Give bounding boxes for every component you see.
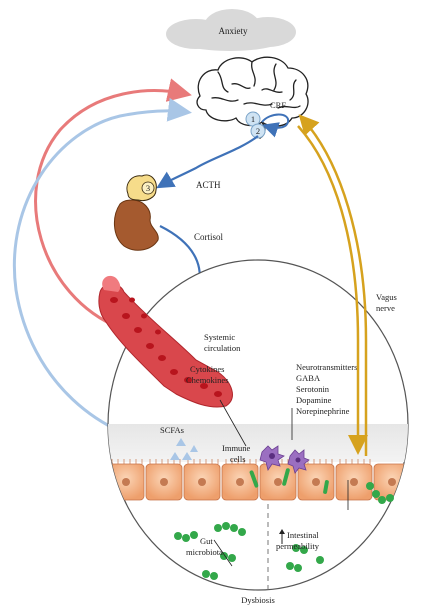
circulation-to-brain-arrow: [34, 78, 192, 330]
acth-label: ACTH: [196, 180, 221, 190]
epithelium: [108, 459, 408, 501]
gut-label-2: microbiota: [186, 547, 223, 557]
acth-arrow: [156, 135, 259, 189]
gut-section: [107, 259, 409, 591]
permeability-arrow: [279, 529, 285, 544]
gut-label-1: Gut: [200, 536, 213, 546]
vagus-label-1: Vagus: [376, 292, 397, 302]
node-3-label: 3: [146, 183, 150, 193]
crf-label: CRF: [270, 100, 286, 110]
immune-pointer: [219, 399, 247, 447]
cytokines-label: Cytokines: [190, 364, 224, 374]
vagus-label-2: nerve: [376, 303, 395, 313]
neuro-label-3: Dopamine: [296, 395, 332, 405]
dysbiosis-label: Dysbiosis: [241, 595, 275, 605]
svg-text:2: 2: [256, 126, 260, 136]
cortisol-label: Cortisol: [194, 232, 224, 242]
node-2: 2: [250, 123, 266, 139]
immune-label-1: Immune: [222, 443, 251, 453]
systemic-label-2: circulation: [204, 343, 241, 353]
systemic-label-1: Systemic: [204, 332, 235, 342]
immune-label-2: cells: [230, 454, 246, 464]
immune-cell-icon: [259, 445, 310, 474]
brain-icon: [196, 56, 309, 139]
intestinal-label-2: permeability: [276, 541, 320, 551]
bacteria-cluster: [174, 468, 394, 580]
microbiota-pointer: [213, 539, 233, 567]
anxiety-label: Anxiety: [219, 26, 248, 36]
scfa-to-brain-arrow: [13, 97, 192, 448]
adrenal-kidney-icon: 3: [114, 174, 159, 251]
crf-arrow: [261, 113, 290, 138]
scfas-label: SCFAs: [160, 425, 184, 435]
intestinal-label-1: Intestinal: [287, 530, 319, 540]
neuro-label-2: Serotonin: [296, 384, 330, 394]
intestinal-lumen: [108, 424, 408, 462]
chemokines-label: Chemokines: [186, 375, 229, 385]
vagus-up-arrow: [298, 114, 368, 456]
neuro-label-4: Norepinephrine: [296, 406, 350, 416]
neuro-label-1: GABA: [296, 373, 321, 383]
blood-vessel-icon: [98, 275, 233, 408]
anxiety-cloud: Anxiety: [166, 9, 296, 51]
svg-text:1: 1: [251, 114, 255, 124]
neuro-label-0: Neurotransmitters: [296, 362, 357, 372]
vagus-down-arrow: [297, 125, 368, 455]
scfa-triangles: [170, 438, 198, 460]
